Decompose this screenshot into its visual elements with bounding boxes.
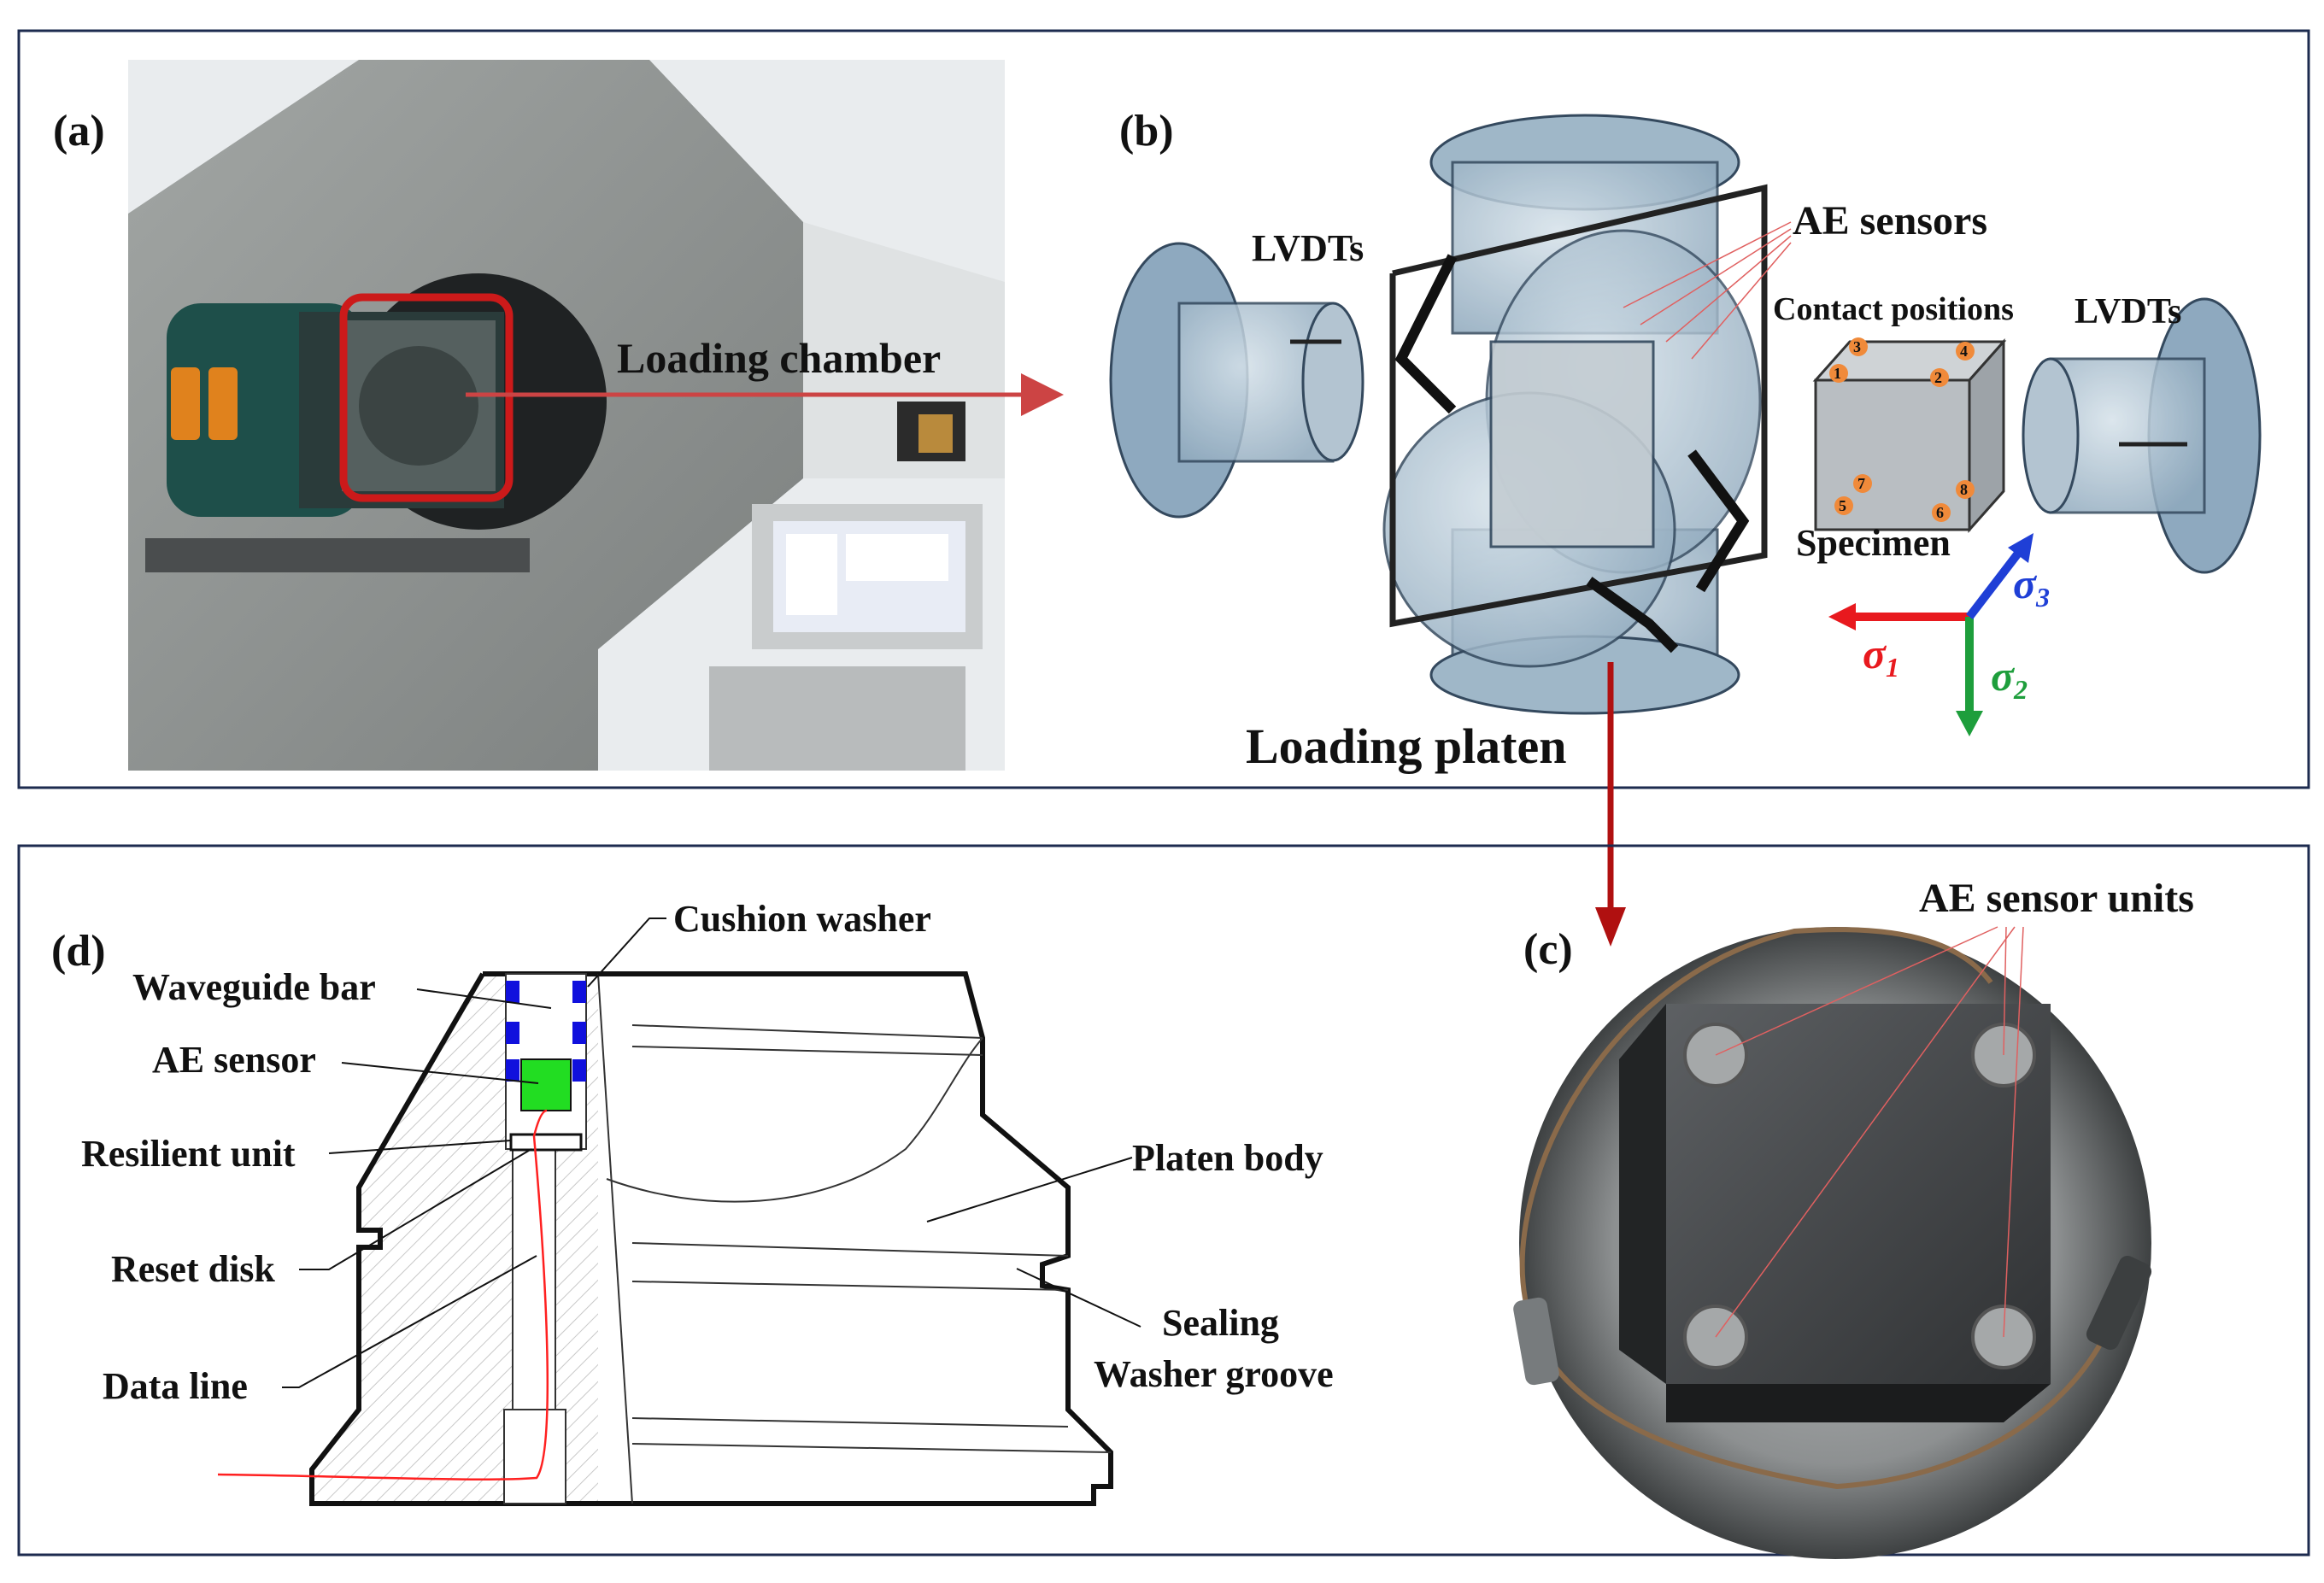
platen-body-label: Platen body	[1132, 1137, 1323, 1179]
svg-text:8: 8	[1960, 481, 1968, 498]
panel-d-drawing	[217, 971, 1113, 1506]
svg-text:2: 2	[1934, 369, 1942, 386]
sigma3-label: σ3	[2013, 560, 2050, 613]
panel-d-label: (d)	[51, 927, 106, 976]
panel-d-leaders	[282, 918, 1141, 1388]
sealing-label: Sealing	[1162, 1302, 1279, 1344]
ae-unit-leaders	[1715, 926, 2024, 1338]
ae-sensor-label: AE sensor	[152, 1039, 316, 1081]
panel-a-label: (a)	[53, 107, 105, 155]
panel-b-model	[1109, 114, 2262, 715]
ae-sensor-units-label: AE sensor units	[1919, 876, 2194, 921]
panel-c-label: (c)	[1523, 925, 1573, 974]
svg-text:1: 1	[1834, 365, 1841, 382]
resilient-unit-label: Resilient unit	[81, 1133, 296, 1175]
loading-platen-label: Loading platen	[1246, 718, 1567, 774]
svg-text:5: 5	[1839, 497, 1846, 514]
top-frame	[17, 29, 2310, 789]
loading-chamber-label: Loading chamber	[617, 334, 941, 382]
lvdts-right-label: LVDTs	[2075, 292, 2181, 331]
waveguide-bar-label: Waveguide bar	[132, 966, 376, 1008]
reset-disk-label: Reset disk	[111, 1248, 275, 1290]
svg-text:4: 4	[1960, 343, 1968, 360]
platen-arrow	[1595, 662, 1626, 947]
panel-a-photo	[128, 60, 1005, 771]
specimen-label: Specimen	[1796, 522, 1951, 564]
data-line-label: Data line	[103, 1365, 248, 1407]
ae-sensor-leaders	[1623, 221, 1792, 360]
contact-positions-label: Contact positions	[1773, 291, 2014, 327]
svg-text:3: 3	[1853, 338, 1861, 355]
ae-sensors-label: AE sensors	[1793, 198, 1987, 243]
lvdts-left-label: LVDTs	[1252, 227, 1364, 269]
cushion-washer-label: Cushion washer	[673, 898, 931, 940]
sigma2-label: σ2	[1991, 652, 2028, 705]
svg-text:7: 7	[1857, 475, 1865, 492]
bottom-frame	[17, 844, 2310, 1557]
stress-axes	[1828, 533, 2034, 736]
panel-b-label: (b)	[1119, 107, 1174, 155]
svg-text:6: 6	[1936, 504, 1944, 521]
sigma1-label: σ1	[1863, 630, 1899, 683]
chamber-highlight-box	[339, 293, 514, 502]
washer-groove-label: Washer groove	[1094, 1353, 1334, 1395]
contact-markers: 1 2 3 4 5 6 7 8	[1829, 337, 1975, 522]
panel-c-photo	[1513, 927, 2152, 1559]
